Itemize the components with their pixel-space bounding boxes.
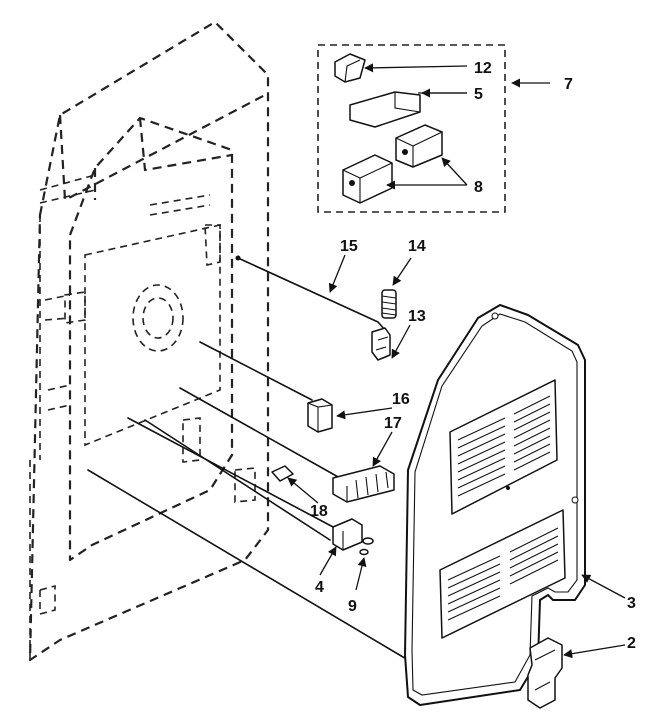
part-12-clip (334, 53, 366, 83)
part-13-latch (371, 327, 391, 361)
callout-labels: 12 5 7 8 15 14 13 16 17 18 4 9 3 2 (310, 60, 636, 652)
callout-16: 16 (392, 391, 410, 408)
callout-3: 3 (627, 595, 636, 612)
part-8-block-lower (342, 154, 393, 204)
callout-13: 13 (408, 308, 426, 325)
callout-15: 15 (340, 238, 358, 255)
callout-17: 17 (384, 415, 402, 432)
callout-12: 12 (474, 60, 492, 77)
range-cabinet-outline (28, 20, 270, 662)
callout-14: 14 (408, 238, 426, 255)
harness-wires (87, 419, 409, 661)
callout-9: 9 (348, 598, 357, 615)
part-14-spring (381, 289, 397, 319)
part-2-cover (527, 637, 563, 709)
part-3-rear-panel (404, 304, 586, 706)
callout-7: 7 (564, 76, 573, 93)
callout-5: 5 (474, 86, 483, 103)
callout-8: 8 (474, 179, 483, 196)
callout-18: 18 (310, 503, 328, 520)
part-4-connector (127, 417, 363, 551)
part-5-bracket (349, 91, 421, 128)
leader-lines (287, 254, 626, 659)
callout-2: 2 (627, 635, 636, 652)
kit-box (317, 44, 550, 213)
part-15-rod (235, 255, 386, 331)
part-18-clip (271, 465, 294, 482)
callout-4: 4 (315, 579, 324, 596)
part-9-screw (359, 537, 374, 556)
part-8-block-upper (395, 124, 443, 168)
part-16-switch (199, 341, 333, 433)
